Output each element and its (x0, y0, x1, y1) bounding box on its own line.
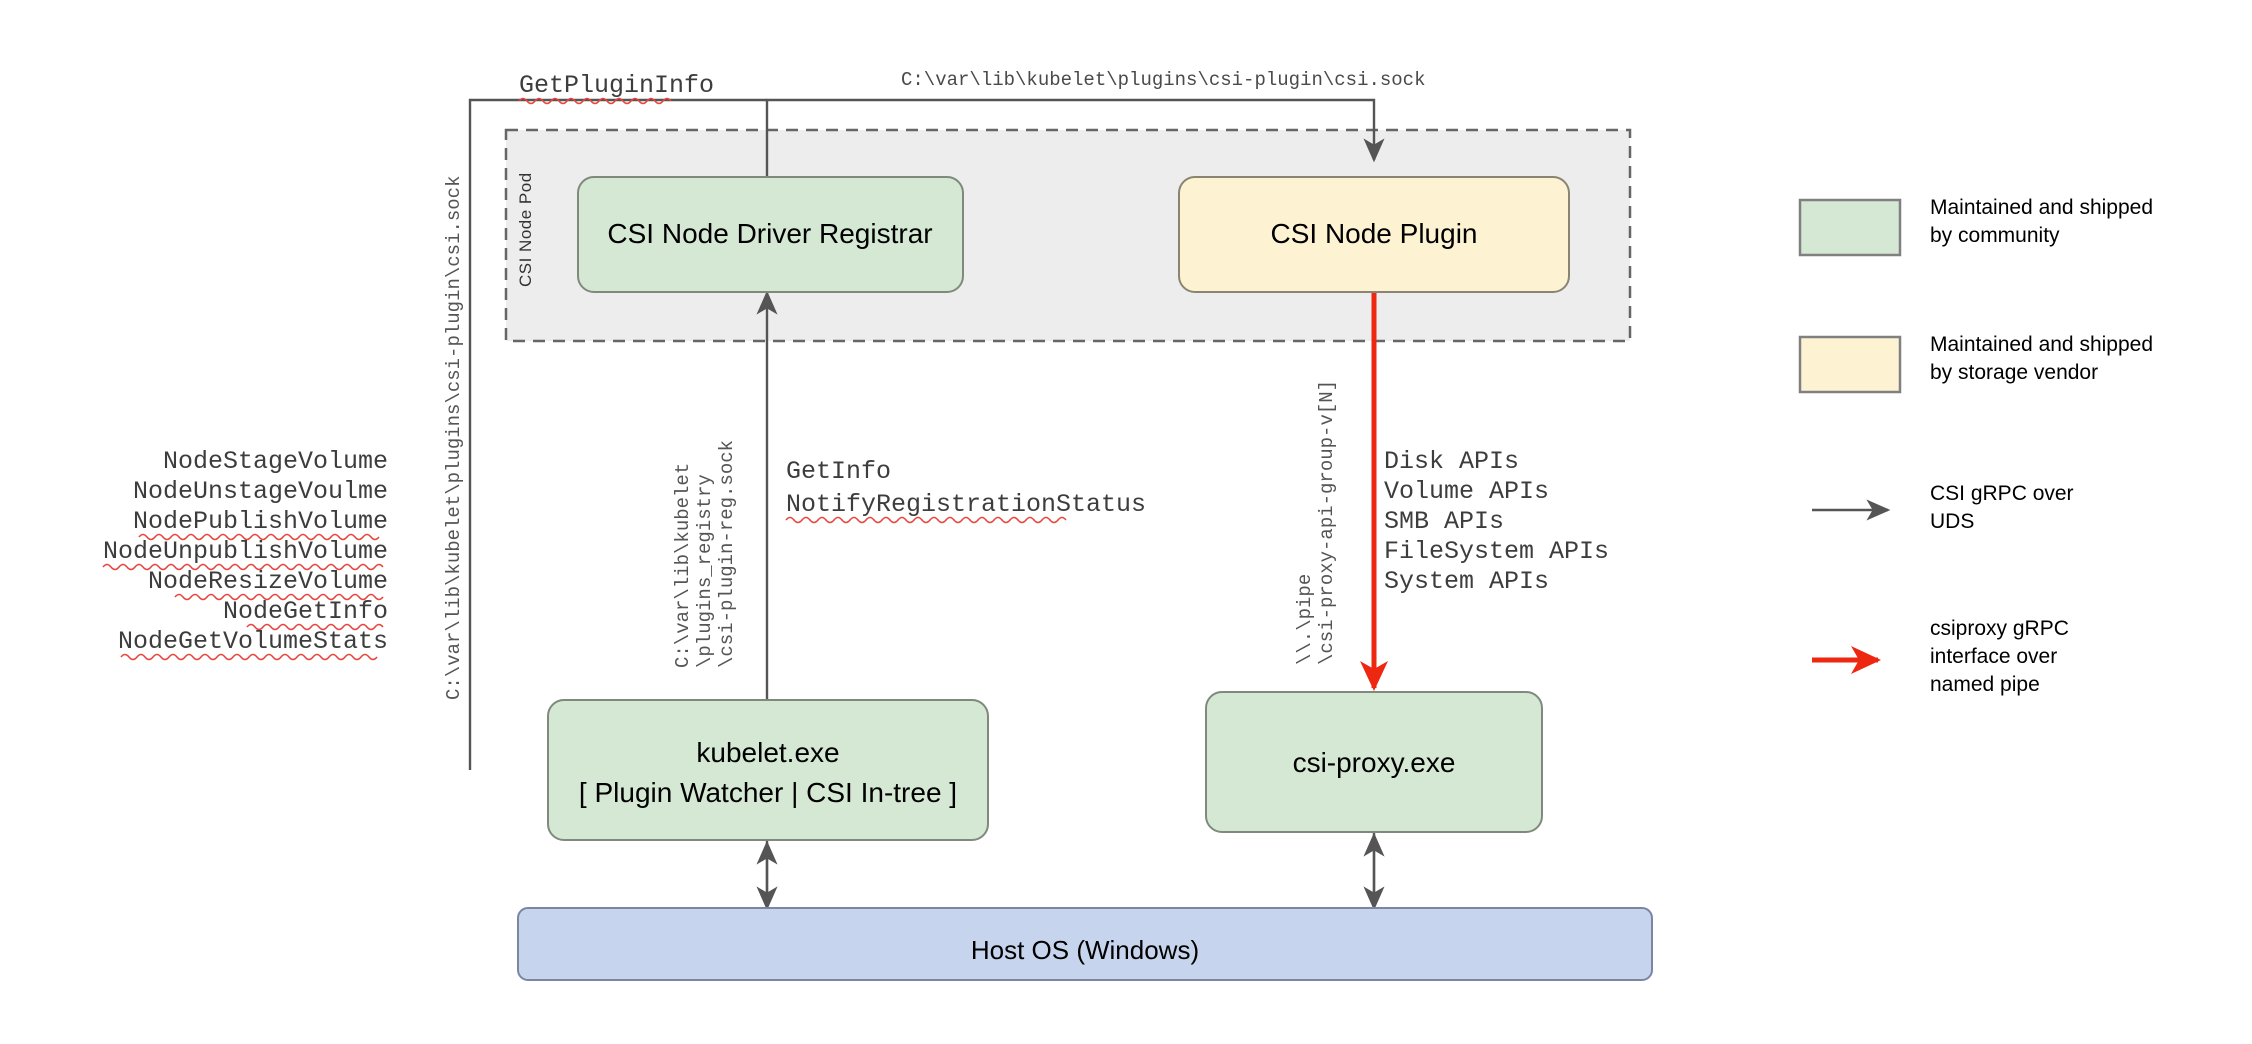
label-reg-sock-vertical-line3: \csi-plugin-reg.sock (716, 440, 738, 668)
edge-getplugininfo-loop (468, 98, 767, 770)
legend-label-community-line1: Maintained and shipped (1930, 196, 2153, 219)
csi-node-call-item: NodeUnstageVoulme (133, 477, 388, 506)
legend-swatch-yellow-icon (1798, 335, 1902, 394)
csi-proxy-api-item: SMB APIs (1384, 507, 1504, 536)
legend-swatch-green-icon (1798, 198, 1902, 257)
csi-proxy-api-item: System APIs (1384, 567, 1549, 596)
label-reg-sock-vertical-line2: \plugins_registry (694, 474, 716, 668)
csi-node-call-item: NodeUnpublishVolume (103, 537, 388, 566)
legend-label-uds-line1: CSI gRPC over (1930, 482, 2074, 505)
legend-label-namedpipe-line2: interface over (1930, 645, 2057, 668)
label-get-info: GetInfo (786, 457, 891, 486)
kubelet-exe-label-line1: kubelet.exe (696, 737, 839, 768)
csi-node-call-item: NodeStageVolume (163, 447, 388, 476)
label-csi-sock-path-vertical: C:\var\lib\kubelet\plugins\csi-plugin\cs… (443, 176, 465, 701)
label-csi-sock-path-top: C:\var\lib\kubelet\plugins\csi-plugin\cs… (901, 69, 1426, 91)
csi-node-plugin-label: CSI Node Plugin (1270, 218, 1477, 249)
legend-label-uds-line2: UDS (1930, 510, 1974, 533)
spellcheck-squiggle-notifyregistrationstatus (785, 516, 1067, 524)
node-csi-node-driver-registrar[interactable] (577, 176, 964, 293)
label-named-pipe-vertical-line2: \csi-proxy-api-group-v[N] (1316, 380, 1338, 665)
label-notify-registration-status: NotifyRegistrationStatus (786, 490, 1146, 519)
node-csi-node-plugin[interactable] (1178, 176, 1570, 293)
csi-node-calls-list: NodeStageVolume NodeUnstageVoulme NodePu… (102, 447, 388, 661)
spellcheck-squiggle-getplugininfo (518, 97, 672, 105)
legend-label-vendor-line2: by storage vendor (1930, 361, 2098, 384)
spellcheck-squiggle-nodegetvolumestats (120, 653, 378, 661)
csi-node-driver-registrar-label: CSI Node Driver Registrar (607, 218, 932, 249)
csi-node-call-item: NodeResizeVolume (148, 567, 388, 596)
legend: Maintained and shipped by community Main… (1798, 196, 2153, 696)
spellcheck-squiggle-nodeunpublishvolume (102, 563, 384, 571)
label-named-pipe-vertical-line1: \\.\pipe (1294, 574, 1316, 665)
legend-label-vendor-line1: Maintained and shipped (1930, 333, 2153, 356)
legend-label-namedpipe-line3: named pipe (1930, 673, 2040, 696)
node-host-os[interactable] (517, 907, 1653, 981)
csi-proxy-exe-label: csi-proxy.exe (1293, 747, 1456, 778)
spellcheck-squiggle-noderesizevolume (174, 593, 384, 601)
csi-node-call-item: NodeGetVolumeStats (118, 627, 388, 656)
node-kubelet-exe[interactable] (547, 699, 989, 841)
csi-proxy-apis-list: Disk APIs Volume APIs SMB APIs FileSyste… (1384, 447, 1609, 596)
legend-label-namedpipe-line1: csiproxy gRPC (1930, 617, 2069, 640)
spellcheck-squiggle-nodegetinfo (246, 623, 384, 631)
legend-label-community-line2: by community (1930, 224, 2060, 247)
label-get-plugin-info: GetPluginInfo (519, 71, 714, 100)
csi-proxy-api-item: Volume APIs (1384, 477, 1549, 506)
csi-proxy-api-item: FileSystem APIs (1384, 537, 1609, 566)
csi-node-pod-label: CSI Node Pod (516, 172, 535, 287)
csi-node-call-item: NodePublishVolume (133, 507, 388, 536)
csi-proxy-api-item: Disk APIs (1384, 447, 1519, 476)
edge-registrar-up (765, 98, 1385, 180)
spellcheck-squiggle-nodepublishvolume (138, 533, 380, 541)
label-reg-sock-vertical-line1: C:\var\lib\kubelet (672, 463, 694, 668)
host-os-label: Host OS (Windows) (971, 935, 1199, 965)
node-csi-proxy-exe[interactable] (1205, 691, 1543, 833)
kubelet-exe-label-line2: [ Plugin Watcher | CSI In-tree ] (579, 777, 957, 808)
csi-node-call-item: NodeGetInfo (223, 597, 388, 626)
